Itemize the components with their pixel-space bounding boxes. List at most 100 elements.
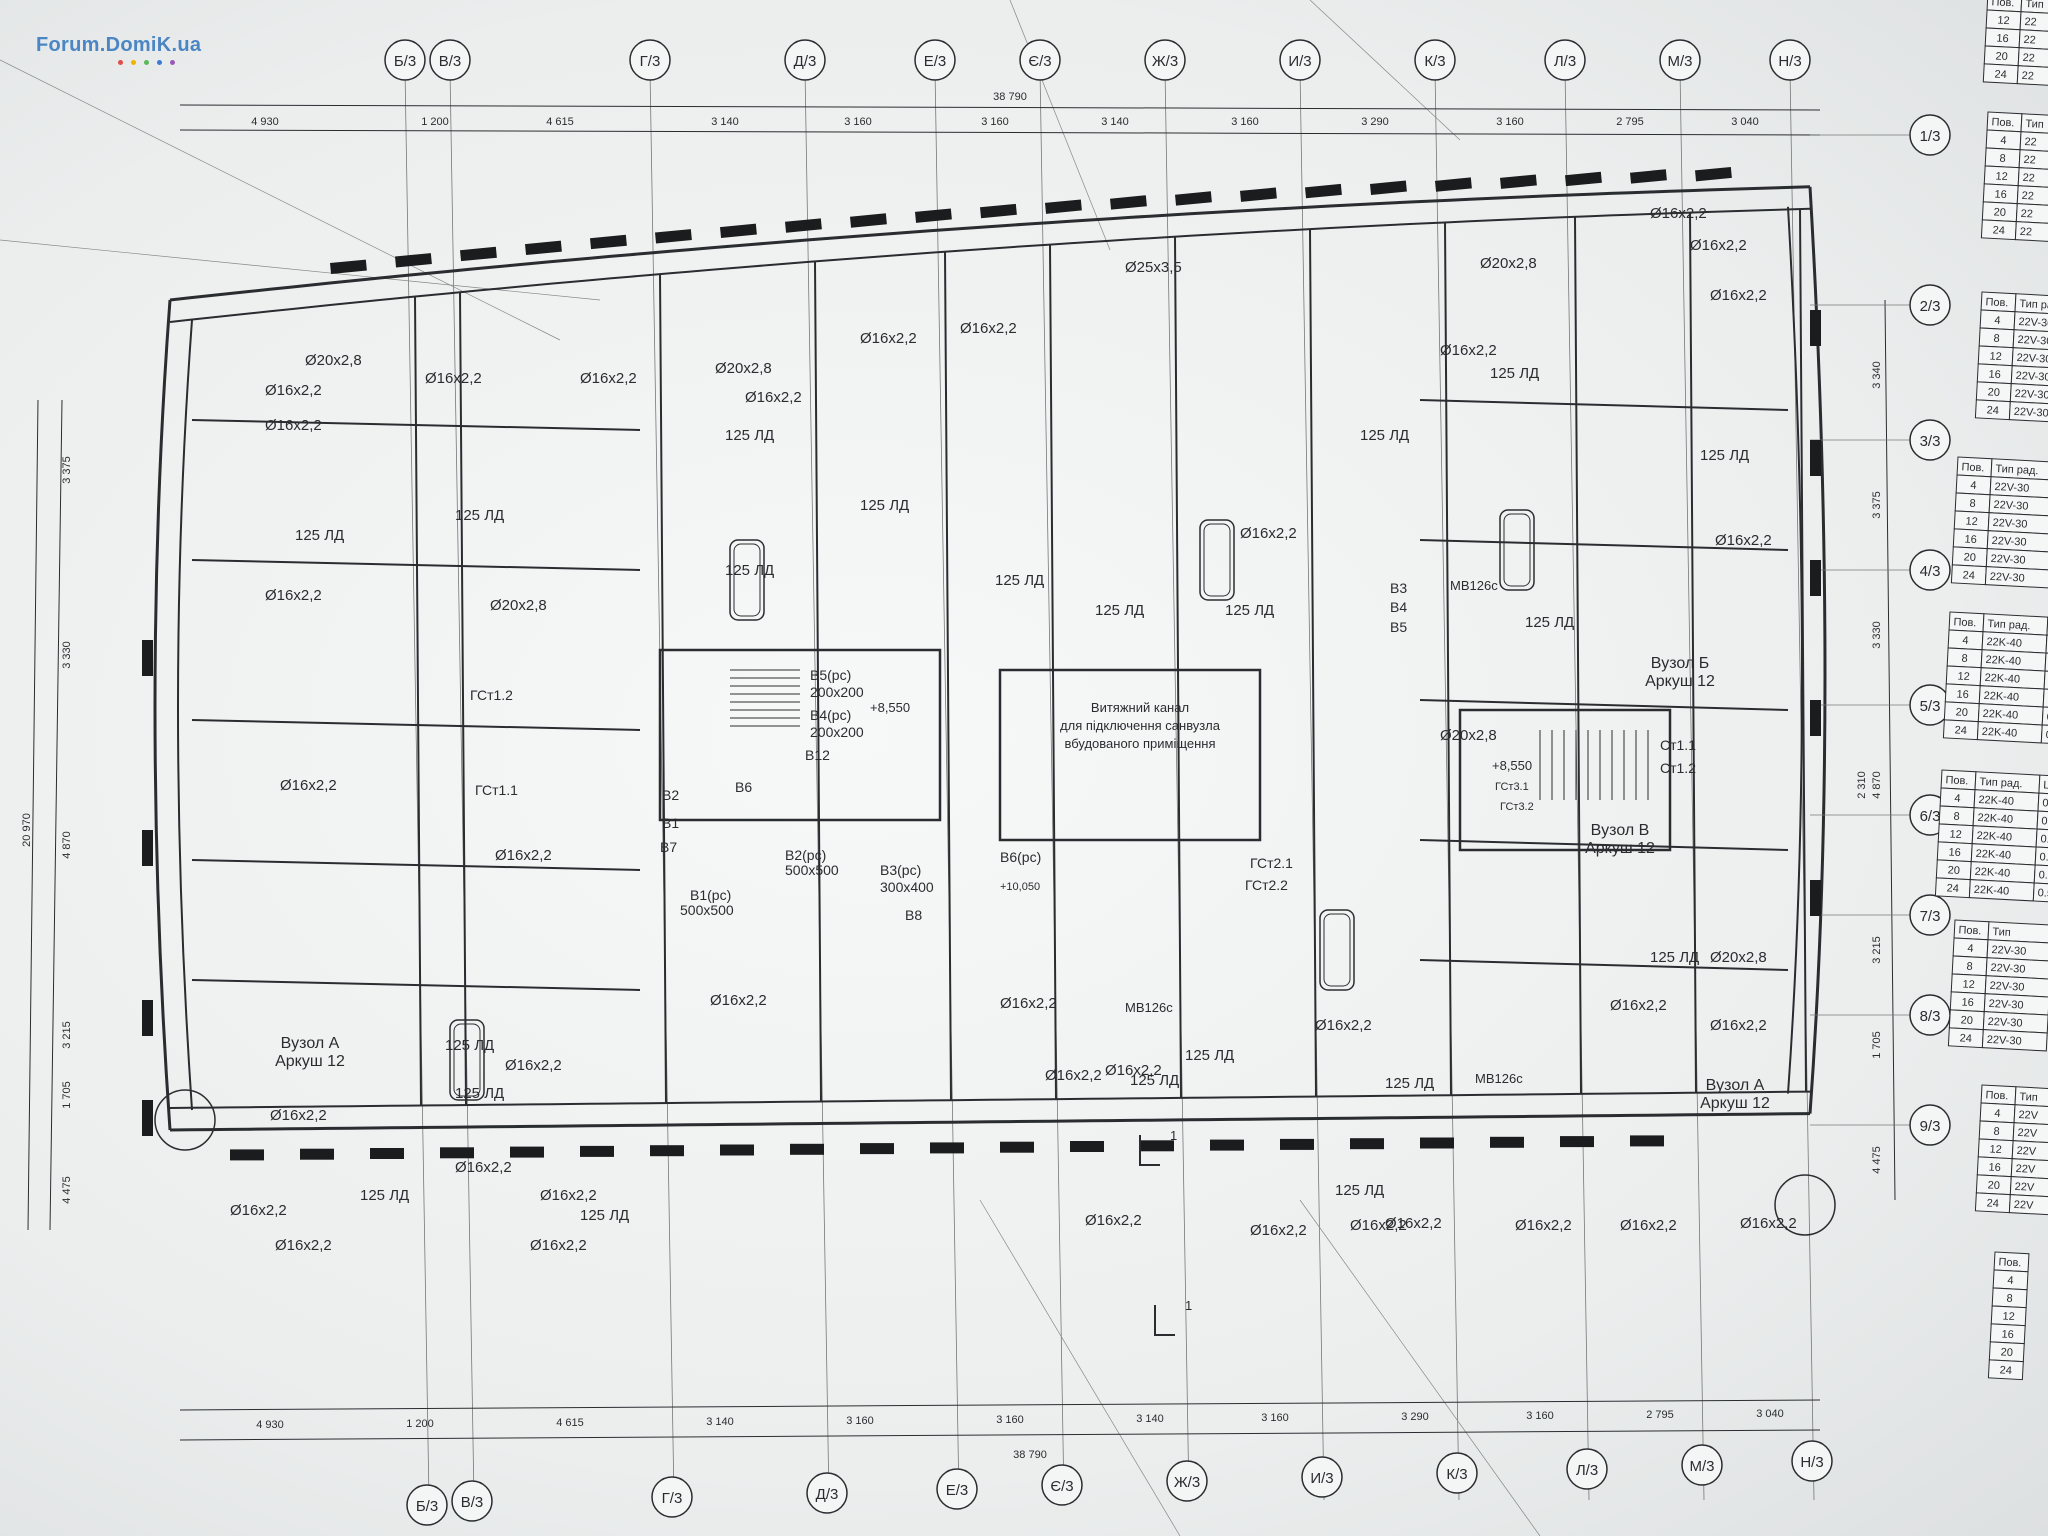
dim-value-bottom: 3 290	[1401, 1411, 1429, 1423]
vent-channel-label: В2(рс)	[785, 847, 826, 863]
vent-channel-label: В6(рс)	[1000, 849, 1041, 865]
table-head-text: Пов.	[1945, 774, 1969, 787]
radiator-top	[850, 213, 887, 228]
vent-channel-label: В7	[660, 839, 677, 855]
table-head-text: Пов.	[1991, 0, 2015, 9]
radiator-bottom	[510, 1146, 544, 1158]
radiator-left	[142, 830, 153, 866]
table-head-cell	[2038, 774, 2048, 796]
radiator-top	[785, 218, 822, 233]
axis-label-right: 5/3	[1920, 698, 1941, 715]
dim-value-top: 3 160	[1496, 116, 1524, 128]
table-cell-text: 22K-40	[1981, 726, 2017, 740]
axis-circle-bottom	[1436, 1452, 1478, 1494]
table-cell-text: 22K-40	[1983, 690, 2019, 704]
radiator-valve-label: 125 ЛД	[1095, 602, 1144, 619]
vent-channel-label: В4	[1390, 599, 1407, 615]
table-cell-text: 22	[2019, 226, 2032, 239]
table-cell-text: 8	[1999, 153, 2006, 165]
radiator-left	[142, 1100, 153, 1136]
radiator-right	[1810, 440, 1821, 476]
table-cell-text: 22K-40	[1986, 636, 2022, 650]
axis-label-top: М/3	[1667, 53, 1692, 70]
table-cell-text: 16	[1948, 846, 1961, 859]
watermark-dot	[157, 60, 162, 65]
pipe-spec-label: Ø16x2,2	[1715, 532, 1772, 549]
axis-circle-right	[1909, 114, 1951, 156]
axis-label-right: 9/3	[1920, 1118, 1941, 1135]
dim-value-left: 4 475	[61, 1176, 73, 1204]
radiator-top	[980, 203, 1017, 219]
axis-line	[1434, 69, 1460, 1501]
annotation-labels: Ø20x2,8Ø16x2,2Ø16x2,2Ø16x2,2Ø16x2,2Ø16x2…	[154, 205, 1836, 1336]
pipe-spec-label: Ø20x2,8	[1440, 727, 1497, 744]
axis-label-top: Г/3	[640, 53, 661, 70]
dim-value-left: 4 870	[61, 831, 73, 859]
axis-label-right: 7/3	[1920, 908, 1941, 925]
leader-line	[0, 59, 561, 341]
dim-value-bottom: 3 160	[1526, 1410, 1554, 1422]
axis-circle-bottom	[1566, 1448, 1608, 1490]
schedule-table: Пов.Тип рад.L422K-400.6822K-400.61222K-4…	[1942, 611, 2048, 746]
radiator-bottom	[930, 1142, 964, 1154]
axis-circle-right	[1909, 1104, 1951, 1146]
radiator-top	[1695, 166, 1732, 182]
dim-value-left: 3 375	[61, 456, 73, 484]
table-cell-text: 22V-30	[1991, 535, 2026, 549]
radiator-valve-label: 125 ЛД	[1130, 1072, 1179, 1089]
dim-line-right	[1884, 299, 1896, 1201]
radiator-valve-label: 125 ЛД	[1360, 427, 1409, 444]
table-cell-text: 24	[1999, 1364, 2012, 1377]
dim-value-top: 4 930	[251, 116, 279, 128]
table-cell-text: 8	[1953, 811, 1960, 823]
radiator-bottom	[1350, 1138, 1384, 1150]
radiator-valve-label: 125 ЛД	[995, 572, 1044, 589]
table-cell	[2017, 167, 2048, 190]
table-cell-text: 22V-30	[1990, 962, 2025, 976]
radiator-top	[1175, 191, 1212, 206]
radiator-valve-label: 125 ЛД	[455, 507, 504, 524]
dim-value-top: 3 160	[844, 116, 872, 128]
table-head-text: Тип	[2025, 118, 2044, 131]
table-head-cell	[2046, 616, 2048, 638]
axis-label-bottom: Е/3	[946, 1482, 969, 1499]
axis-circle-top	[1659, 39, 1701, 81]
radiator-bottom	[1490, 1136, 1524, 1148]
table-cell	[2018, 149, 2048, 172]
room-wall	[191, 979, 641, 991]
table-head-text: Пов.	[1961, 461, 1985, 474]
pipe-spec-label: Ø16x2,2	[580, 370, 637, 387]
dim-value-bottom: 4 930	[256, 1419, 284, 1431]
pipe-spec-label: Ø16x2,2	[1240, 525, 1297, 542]
axis-circle-bottom	[651, 1476, 693, 1518]
vent-channel-label: 500х500	[785, 862, 839, 878]
table-head-text: Пов.	[1953, 616, 1977, 629]
table-cell-text: 22V	[2017, 1127, 2038, 1140]
axis-label-bottom: Д/3	[816, 1486, 839, 1503]
radiator-top	[1304, 183, 1342, 199]
watermark-logo[interactable]: Forum.DomiK.ua	[36, 34, 202, 56]
axis-circle-top	[1279, 39, 1321, 81]
radiator-valve-label: 125 ЛД	[1525, 614, 1574, 631]
table-cell-text: 22	[2024, 16, 2037, 29]
dim-value-right: 1 705	[1871, 1031, 1883, 1059]
table-cell-text: 22K-40	[1978, 794, 2014, 808]
pipe-spec-label: Ø16x2,2	[1710, 1017, 1767, 1034]
table-cell-text: 22V-30	[2018, 316, 2048, 330]
table-cell-text: 12	[1989, 1143, 2002, 1156]
axis-label-right: 6/3	[1920, 808, 1941, 825]
shaft-core	[998, 668, 1262, 842]
axis-label-bottom: К/3	[1446, 1466, 1467, 1483]
partition-wall	[1574, 216, 1582, 1094]
table-cell-text: 22V-30	[1989, 571, 2024, 585]
table-cell-text: 24	[1946, 882, 1959, 895]
dim-value-left: 1 705	[61, 1081, 73, 1109]
table-cell-text: 22V-30	[2013, 406, 2048, 420]
radiator-valve-label: 125 ЛД	[1385, 1075, 1434, 1092]
table-cell-text: 4	[1962, 635, 1969, 647]
pipe-spec-label: Ø16x2,2	[275, 1237, 332, 1254]
bathtub	[729, 539, 765, 621]
pipe-spec-label: Ø20x2,8	[1480, 255, 1537, 272]
table-cell-text: 22V-30	[2016, 352, 2048, 366]
